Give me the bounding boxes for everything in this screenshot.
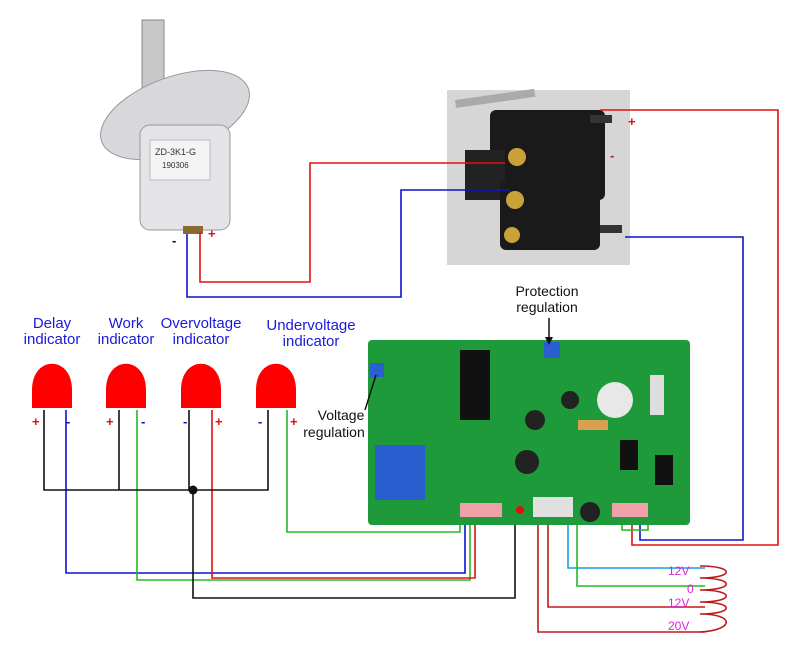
tap-label-12v-a: 12V: [668, 564, 689, 578]
wires: [43, 109, 779, 633]
polarity: +: [290, 414, 298, 429]
indicator-label: Undervoltage: [266, 317, 355, 334]
indicator-label: indicator: [283, 333, 340, 350]
voltage-label-line2: regulation: [303, 424, 365, 440]
protection-label-line2: regulation: [516, 299, 578, 315]
tap-label-12v-b: 12V: [668, 596, 689, 610]
wire-common-black: [192, 490, 516, 599]
indicator-label: Overvoltage: [161, 315, 242, 332]
wire-delay-minus: [65, 410, 466, 574]
wire-switch-blue: [625, 236, 744, 541]
indicator-work: Work indicator + -: [98, 315, 155, 429]
indicator-delay: Delay indicator + -: [24, 315, 81, 429]
motor-minus-label: -: [172, 233, 176, 248]
indicator-overvoltage: Overvoltage indicator - +: [161, 315, 242, 429]
motor-code: 190306: [162, 161, 189, 170]
polarity: -: [183, 414, 187, 429]
wire-switch-red: [600, 109, 779, 546]
indicator-label: indicator: [173, 331, 230, 348]
wire-tap-12v-a: [567, 515, 705, 569]
polarity: +: [215, 414, 223, 429]
led-icon: [32, 363, 72, 408]
indicator-label: indicator: [24, 331, 81, 348]
microswitch-pair: + -: [447, 88, 636, 265]
indicator-undervoltage: Undervoltage indicator - +: [256, 317, 356, 429]
polarity: -: [258, 414, 262, 429]
voltage-arrow: [364, 374, 377, 411]
wire-motor-minus: [186, 189, 510, 298]
indicator-label: indicator: [98, 331, 155, 348]
tap-label-20v: 20V: [668, 619, 689, 633]
tap-label-0: 0: [687, 582, 694, 596]
switch-minus-label: -: [610, 148, 614, 163]
polarity: +: [106, 414, 114, 429]
polarity: -: [141, 414, 145, 429]
polarity: +: [32, 414, 40, 429]
wire-tap-0: [576, 515, 705, 587]
gear-motor: ZD-3K1-G 190306 - +: [100, 19, 250, 248]
led-icon: [106, 363, 146, 408]
motor-model: ZD-3K1-G: [155, 147, 196, 157]
led-icon: [181, 363, 221, 408]
transformer-coil: [699, 565, 728, 633]
motor-plus-label: +: [208, 226, 216, 241]
indicator-label: Delay: [33, 315, 72, 332]
wire-tap-12v-b: [547, 515, 705, 608]
junction-dot: [188, 485, 198, 495]
wire-motor-plus: [199, 162, 505, 283]
control-board: [368, 340, 690, 525]
wire-tap-20v: [537, 515, 705, 633]
switch-plus-label: +: [628, 114, 636, 129]
wire-over-plus: [211, 410, 476, 579]
indicator-label: Work: [109, 315, 144, 332]
protection-label-line1: Protection: [515, 283, 578, 299]
wire-black-bus: [43, 410, 269, 491]
wire-work-minus: [136, 410, 471, 581]
voltage-label-line1: Voltage: [318, 407, 365, 423]
led-icon: [256, 363, 296, 408]
polarity: -: [66, 414, 70, 429]
